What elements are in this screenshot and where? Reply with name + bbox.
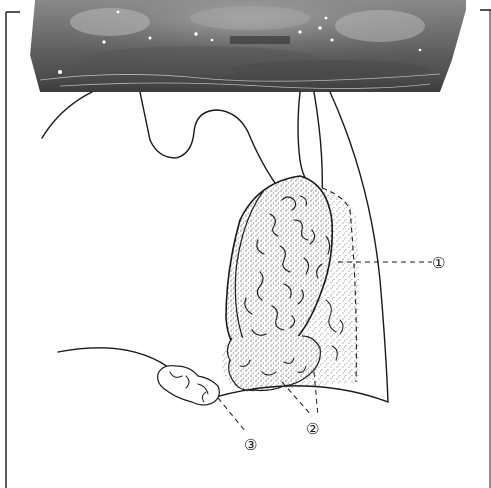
callout-1: ① — [432, 254, 445, 272]
small-nodules — [158, 366, 220, 405]
hanging-contour — [140, 92, 280, 190]
callout-2: ② — [306, 420, 319, 438]
leader-3 — [218, 398, 246, 432]
endoscopic-photo — [20, 0, 480, 95]
callout-3: ③ — [244, 436, 257, 454]
inner-curved-strand — [298, 92, 312, 186]
upper-left-contour — [42, 92, 92, 138]
